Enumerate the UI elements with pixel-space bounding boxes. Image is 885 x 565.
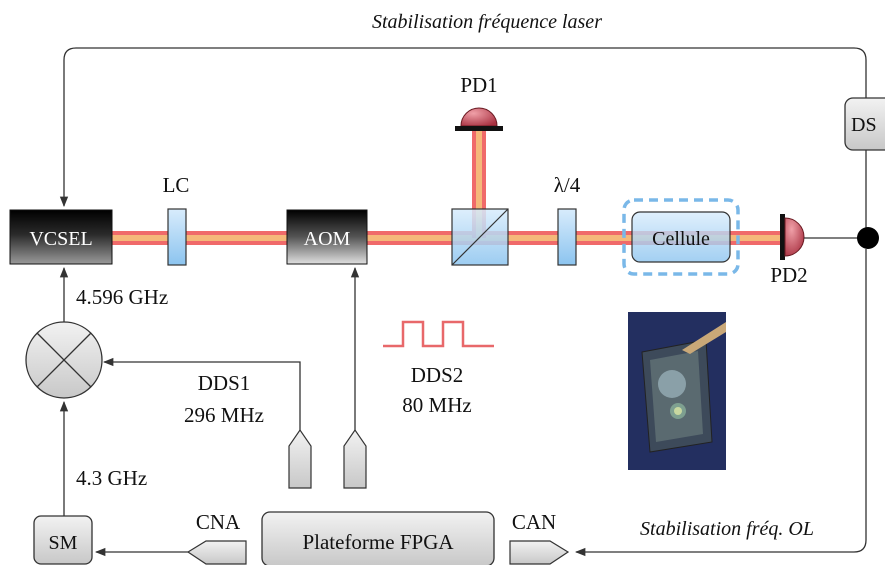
junction-node	[857, 227, 879, 249]
pd2-label: PD2	[770, 263, 807, 287]
fpga-label: Plateforme FPGA	[302, 530, 454, 554]
dds1-buffer	[289, 430, 311, 488]
dds1-freq: 296 MHz	[184, 403, 264, 427]
lambda4-label: λ/4	[554, 173, 581, 197]
sm-label: SM	[49, 532, 78, 554]
pd2-detector	[785, 218, 804, 256]
cellule-label: Cellule	[652, 228, 710, 250]
aom-label: AOM	[304, 228, 351, 250]
ol-stabilisation-label: Stabilisation fréq. OL	[640, 518, 814, 540]
vcsel-label: VCSEL	[29, 228, 92, 250]
f-vcsel-label: 4.596 GHz	[76, 285, 168, 309]
pd1-detector	[461, 108, 497, 126]
lc-label: LC	[163, 173, 190, 197]
can-converter	[510, 541, 568, 564]
can-label: CAN	[512, 510, 556, 534]
dds2-wave-icon	[383, 322, 494, 346]
cna-converter	[188, 541, 246, 564]
dds2-freq: 80 MHz	[402, 393, 471, 417]
ds-label: DS	[851, 114, 877, 136]
quarter-wave-plate	[558, 209, 576, 265]
f-sm-label: 4.3 GHz	[76, 466, 147, 490]
cna-label: CNA	[196, 510, 241, 534]
dds2-name: DDS2	[411, 363, 464, 387]
dds1-name: DDS1	[198, 371, 251, 395]
cell-photo	[628, 312, 726, 470]
lc-lens	[168, 209, 186, 265]
title-laser-stabilisation: Stabilisation fréquence laser	[372, 11, 602, 33]
dds2-buffer	[344, 430, 366, 488]
pd1-label: PD1	[460, 73, 497, 97]
